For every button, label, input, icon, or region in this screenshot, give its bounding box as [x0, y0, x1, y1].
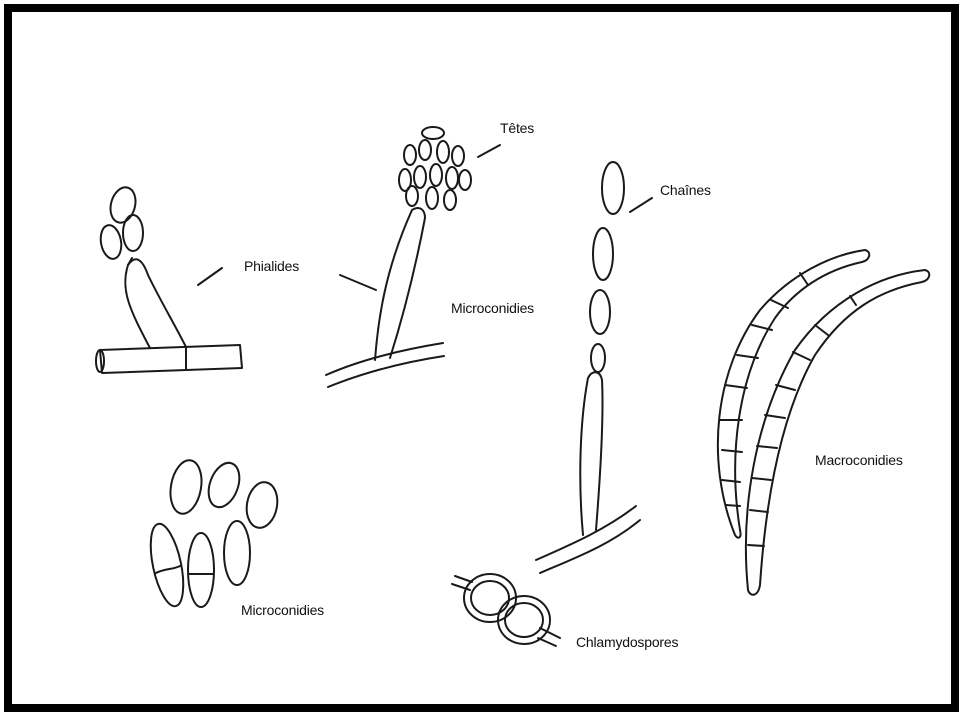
label-macroconidies: Macroconidies: [815, 452, 903, 468]
macroconidia-drawing: [718, 250, 929, 595]
label-microconidies-top: Microconidies: [451, 300, 534, 316]
microconidia-loose: [145, 458, 281, 609]
label-tetes: Têtes: [500, 120, 534, 136]
label-phialides: Phialides: [244, 258, 299, 274]
label-chlamydospores: Chlamydospores: [576, 634, 678, 650]
phialide-structure-left: [96, 185, 242, 373]
label-microconidies-bottom: Microconidies: [241, 602, 324, 618]
chlamydospores-drawing: [452, 574, 560, 646]
phialide-with-head: [326, 127, 500, 387]
phialide-with-chain: [536, 162, 652, 573]
label-chaines: Chaînes: [660, 182, 711, 198]
